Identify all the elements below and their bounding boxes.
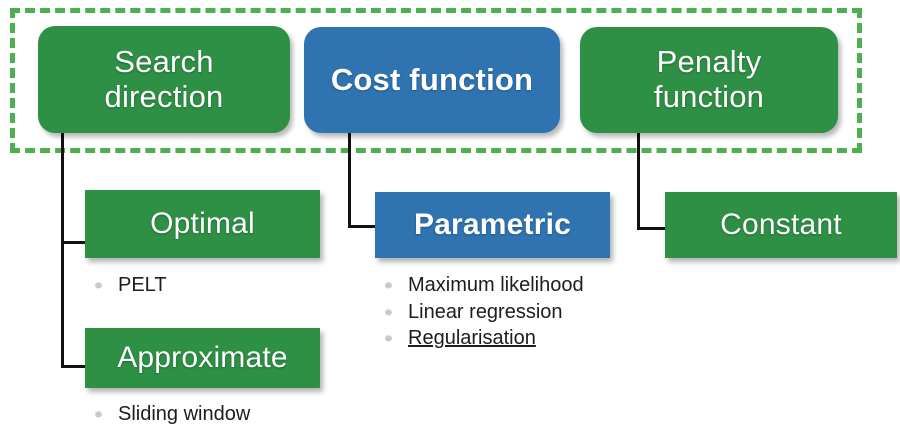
node-parametric[interactable]: Parametric	[375, 192, 610, 258]
bullet-dot-icon	[385, 334, 392, 342]
list-item: Maximum likelihood	[383, 272, 584, 299]
node-constant[interactable]: Constant	[665, 192, 897, 258]
connector-search-to-approximate	[61, 365, 88, 368]
bullet-list-parametric: Maximum likelihood Linear regression Reg…	[383, 272, 584, 352]
list-item-label: PELT	[118, 274, 167, 296]
node-search-direction[interactable]: Search direction	[38, 26, 290, 133]
node-approximate-label: Approximate	[117, 341, 288, 375]
node-penalty-function-label: Penalty function	[653, 44, 765, 114]
connector-cost-vertical	[348, 132, 351, 228]
list-item: Linear regression	[383, 299, 584, 326]
list-item: Sliding window	[93, 401, 250, 428]
node-search-direction-label: Search direction	[104, 43, 224, 114]
connector-penalty-to-constant	[637, 227, 668, 230]
bullet-dot-icon	[95, 410, 102, 418]
node-cost-function-label: Cost function	[330, 61, 534, 97]
bullet-dot-icon	[385, 308, 392, 316]
connector-cost-to-parametric	[348, 225, 378, 228]
connector-penalty-vertical	[637, 132, 640, 230]
list-item-label: Linear regression	[408, 300, 563, 323]
list-item-label: Sliding window	[118, 403, 251, 425]
node-parametric-label: Parametric	[413, 208, 572, 242]
node-constant-label: Constant	[720, 208, 842, 242]
node-penalty-function[interactable]: Penalty function	[580, 27, 838, 133]
grouping-frame-dashed	[10, 8, 862, 153]
bullet-list-approximate: Sliding window	[93, 401, 250, 428]
node-optimal-label: Optimal	[150, 207, 255, 241]
connector-search-to-optimal	[61, 241, 88, 244]
list-item: PELT	[93, 272, 167, 299]
node-optimal[interactable]: Optimal	[85, 190, 320, 258]
list-item[interactable]: Regularisation	[383, 325, 584, 352]
list-item-label: Regularisation	[408, 327, 536, 350]
node-approximate[interactable]: Approximate	[85, 328, 320, 388]
list-item-label: Maximum likelihood	[408, 274, 584, 296]
node-cost-function[interactable]: Cost function	[304, 27, 560, 133]
bullet-dot-icon	[95, 281, 102, 289]
bullet-dot-icon	[385, 281, 392, 289]
connector-search-vertical	[61, 132, 64, 368]
bullet-list-optimal: PELT	[93, 272, 167, 299]
